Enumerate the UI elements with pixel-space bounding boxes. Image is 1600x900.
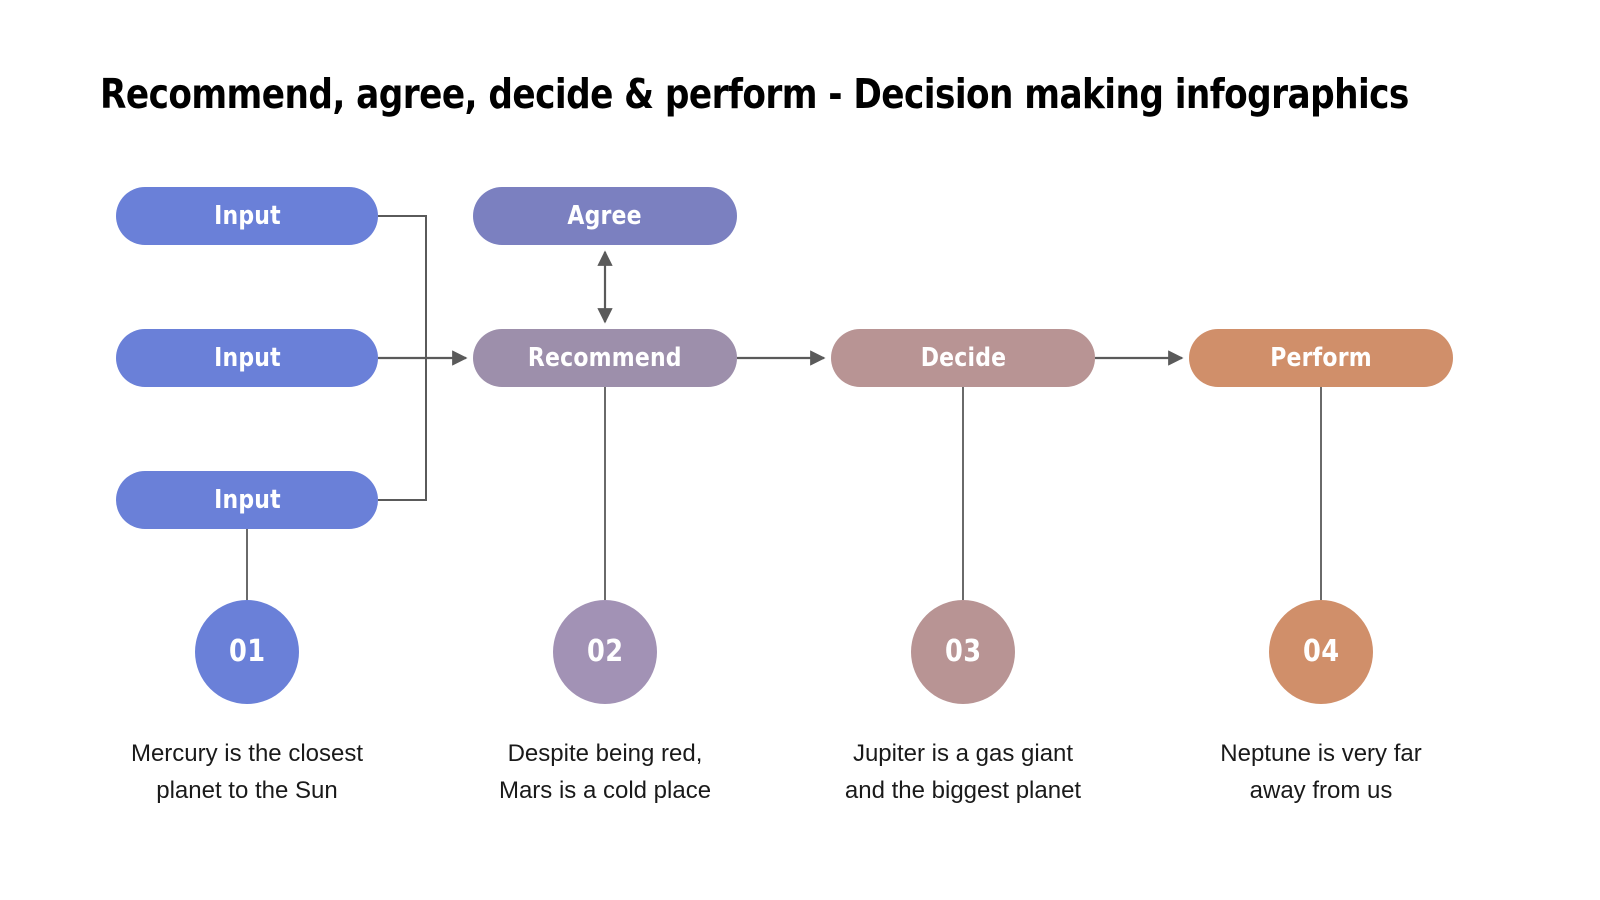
flow-node-agree[interactable]: Agree — [473, 187, 737, 245]
step-caption-03-line1: Jupiter is a gas giant — [852, 740, 1074, 767]
step-circle-04[interactable]: 04 — [1269, 600, 1373, 704]
flow-node-decide[interactable]: Decide — [831, 329, 1095, 387]
flow-node-input-1[interactable]: Input — [116, 187, 378, 245]
flow-node-perform[interactable]: Perform — [1189, 329, 1453, 387]
connector-input1-to-bus — [378, 215, 427, 358]
step-caption-03-line2: and the biggest planet — [844, 777, 1082, 805]
step-circle-01-number: 01 — [228, 634, 266, 669]
flow-node-recommend-label: Recommend — [528, 343, 682, 373]
flow-node-decide-label: Decide — [920, 343, 1006, 373]
step-caption-02: Despite being red, Mars is a cold place — [435, 735, 775, 809]
step-circle-01[interactable]: 01 — [195, 600, 299, 704]
step-circle-04-number: 04 — [1302, 634, 1340, 669]
flow-node-input-1-label: Input — [213, 201, 281, 231]
step-caption-04: Neptune is very far away from us — [1151, 735, 1491, 809]
step-caption-04-line2: away from us — [1249, 777, 1393, 805]
step-caption-01-line1: Mercury is the closest — [130, 740, 364, 767]
flow-node-input-2[interactable]: Input — [116, 329, 378, 387]
step-caption-03: Jupiter is a gas giant and the biggest p… — [793, 735, 1133, 809]
flow-node-input-3[interactable]: Input — [116, 471, 378, 529]
step-circle-02-number: 02 — [586, 634, 624, 669]
connector-input3-to-bus — [378, 358, 427, 501]
step-circle-02[interactable]: 02 — [553, 600, 657, 704]
step-circle-03-number: 03 — [944, 634, 982, 669]
step-caption-02-line1: Despite being red, — [507, 740, 703, 767]
flow-node-input-3-label: Input — [213, 485, 281, 515]
flow-node-perform-label: Perform — [1270, 343, 1372, 373]
step-caption-01: Mercury is the closest planet to the Sun — [77, 735, 417, 809]
page-title: Recommend, agree, decide & perform - Dec… — [100, 70, 1409, 118]
flow-node-recommend[interactable]: Recommend — [473, 329, 737, 387]
step-circle-03[interactable]: 03 — [911, 600, 1015, 704]
step-caption-04-line1: Neptune is very far — [1220, 740, 1422, 767]
step-caption-01-line2: planet to the Sun — [156, 777, 338, 805]
flow-node-input-2-label: Input — [213, 343, 281, 373]
flow-node-agree-label: Agree — [567, 201, 643, 231]
step-caption-02-line2: Mars is a cold place — [498, 777, 712, 805]
